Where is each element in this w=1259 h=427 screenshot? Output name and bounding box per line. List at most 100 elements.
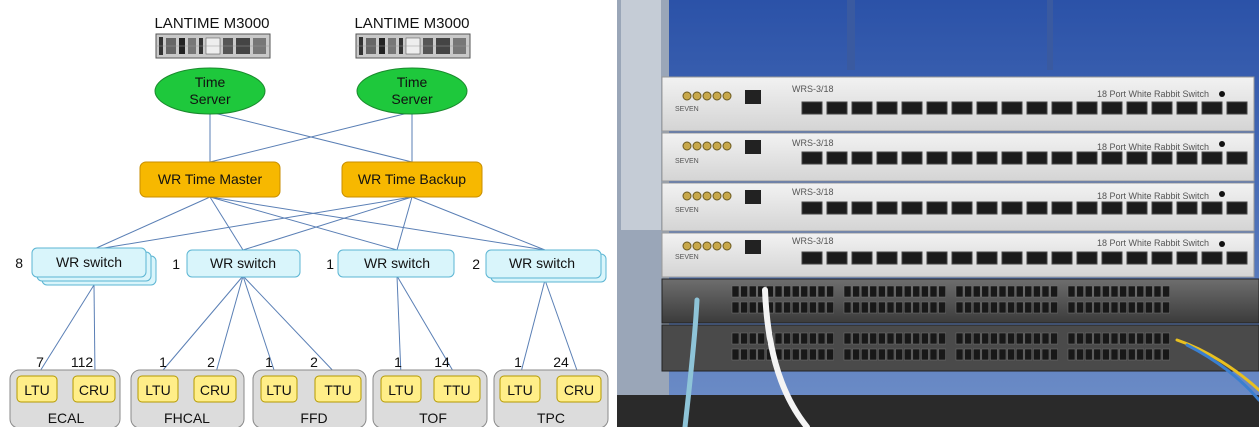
detector-group-fhcal: LTU CRU 1 2 FHCAL	[130, 354, 245, 427]
ethernet-port	[1102, 301, 1110, 314]
ethernet-port	[998, 348, 1007, 361]
sfp-port	[876, 201, 898, 215]
ethernet-port	[981, 332, 990, 345]
sfp-port	[1176, 151, 1198, 165]
ethernet-port	[964, 285, 972, 298]
ethernet-port	[1007, 348, 1015, 361]
ethernet-port	[1041, 332, 1050, 345]
ethernet-port	[1067, 348, 1076, 361]
sma-connector	[692, 141, 702, 151]
ethernet-port	[878, 348, 886, 361]
ethernet-port	[783, 285, 791, 298]
ethernet-port	[878, 285, 886, 298]
sfp-port	[1226, 151, 1248, 165]
ethernet-port	[1136, 285, 1145, 298]
ethernet-port	[783, 348, 791, 361]
sfp-port	[876, 151, 898, 165]
ethernet-port	[740, 348, 748, 361]
sfp-port	[1051, 251, 1073, 265]
ethernet-port	[990, 301, 998, 314]
ethernet-port	[748, 285, 757, 298]
ethernet-port	[1145, 301, 1153, 314]
ethernet-port	[1162, 348, 1170, 361]
ethernet-port	[1084, 301, 1093, 314]
sma-connector	[692, 91, 702, 101]
ethernet-port	[1024, 332, 1033, 345]
sfp-port	[1151, 251, 1173, 265]
rack-device-image	[355, 33, 471, 59]
ethernet-port	[748, 332, 757, 345]
sfp-port	[1176, 201, 1198, 215]
ethernet-port	[774, 301, 783, 314]
ethernet-port	[981, 285, 990, 298]
ethernet-port	[1024, 301, 1033, 314]
ethernet-port	[1015, 285, 1024, 298]
ethernet-port	[912, 301, 921, 314]
wr-switch-3: 1 WR switch	[326, 249, 455, 278]
wrs-title: 18 Port White Rabbit Switch	[1097, 89, 1209, 99]
ethernet-port	[1041, 301, 1050, 314]
ethernet-port	[878, 332, 886, 345]
ethernet-port	[1119, 332, 1127, 345]
ethernet-port	[903, 348, 912, 361]
wrs-title: 18 Port White Rabbit Switch	[1097, 142, 1209, 152]
sfp-port	[1101, 101, 1123, 115]
sfp-port	[1226, 101, 1248, 115]
ethernet-port	[869, 285, 878, 298]
detector-group-ffd: LTU TTU 1 2 FFD	[252, 354, 367, 427]
ethernet-port	[1084, 332, 1093, 345]
ethernet-port	[1119, 301, 1127, 314]
ltu-count: 7	[36, 354, 44, 370]
ethernet-port	[912, 285, 921, 298]
ethernet-port	[860, 285, 869, 298]
sfp-port	[1051, 101, 1073, 115]
ltu-count: 1	[514, 354, 522, 370]
ethernet-port	[929, 332, 938, 345]
ethernet-port	[1153, 285, 1162, 298]
ethernet-port	[981, 348, 990, 361]
sfp-port	[1101, 251, 1123, 265]
sma-connector	[702, 241, 712, 251]
ethernet-port	[1024, 348, 1033, 361]
ethernet-port	[1153, 301, 1162, 314]
ethernet-port	[886, 285, 895, 298]
sfp-port	[826, 151, 848, 165]
ethernet-port	[964, 348, 972, 361]
rj45-port	[745, 140, 761, 154]
ethernet-port	[929, 348, 938, 361]
time-server-2: LANTIME M3000 Time Server	[354, 15, 471, 115]
ethernet-port	[1136, 332, 1145, 345]
ethernet-port	[826, 348, 834, 361]
ethernet-port	[860, 301, 869, 314]
wr-switch-2: 1 WR switch	[172, 249, 301, 278]
ethernet-port	[886, 348, 895, 361]
ttu-count: 14	[434, 354, 450, 370]
cru-label: CRU	[200, 382, 230, 398]
sfp-port	[951, 151, 973, 165]
ethernet-port	[1015, 301, 1024, 314]
ethernet-port	[757, 348, 766, 361]
ethernet-port	[1050, 332, 1058, 345]
sfp-port	[1201, 201, 1223, 215]
cru-label: CRU	[79, 382, 109, 398]
sfp-port	[851, 201, 873, 215]
white-rabbit-switch-stack: WRS-3/18 18 Port White Rabbit Switch SEV…	[661, 76, 1255, 278]
ltu-label: LTU	[145, 382, 170, 398]
rack-device-image	[155, 33, 271, 59]
ethernet-port	[1153, 348, 1162, 361]
ethernet-port	[981, 301, 990, 314]
switch-label: WR switch	[210, 255, 276, 271]
ethernet-port	[1145, 332, 1153, 345]
ethernet-port	[1136, 348, 1145, 361]
ethernet-port	[1084, 348, 1093, 361]
group-name: TOF	[419, 410, 447, 426]
sfp-port	[1001, 251, 1023, 265]
ethernet-port	[929, 301, 938, 314]
ltu-count: 1	[394, 354, 402, 370]
ethernet-port	[774, 285, 783, 298]
ethernet-port	[1067, 332, 1076, 345]
ethernet-port	[990, 332, 998, 345]
ethernet-port	[869, 332, 878, 345]
ethernet-port	[1076, 332, 1084, 345]
ethernet-port	[774, 332, 783, 345]
